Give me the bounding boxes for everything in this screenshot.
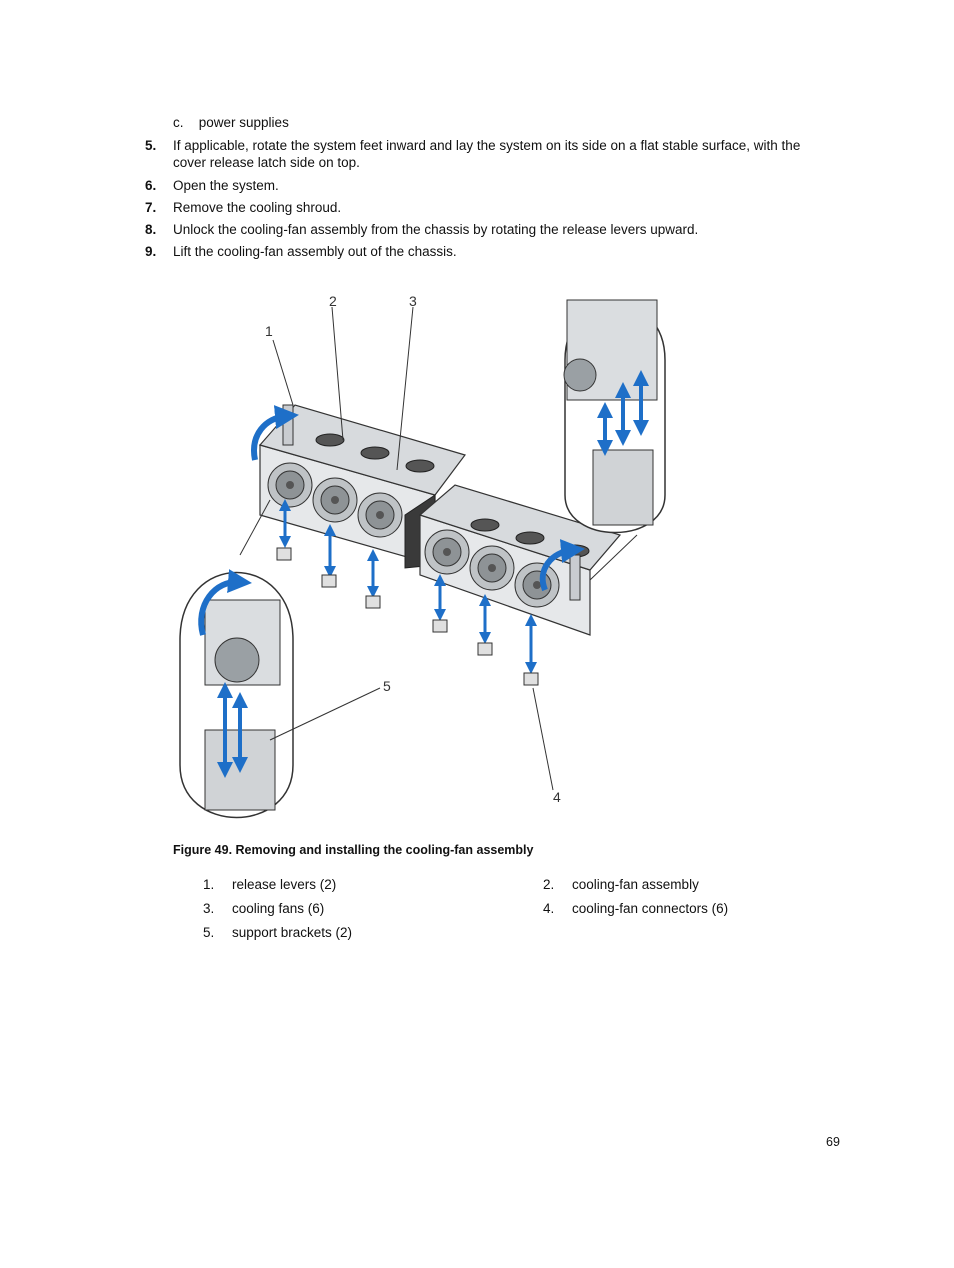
step-sub-letter: c. [173, 115, 184, 130]
step-8: 8. Unlock the cooling-fan assembly from … [145, 221, 835, 238]
legend-label: release levers (2) [232, 877, 337, 892]
legend-item-fan-connectors: 4. cooling-fan connectors (6) [543, 901, 728, 916]
release-lever [282, 404, 294, 446]
step-6: 6. Open the system. [145, 177, 835, 194]
step-text: If applicable, rotate the system feet in… [173, 138, 801, 170]
rotate-arrow-icon [251, 405, 299, 461]
legend-number: 1. [203, 877, 215, 892]
release-lever [569, 554, 581, 601]
legend-label: support brackets (2) [232, 925, 353, 940]
cooling-fan-assembly-illustration: 1 2 3 4 5 [179, 293, 666, 819]
rotate-arrow-icon [198, 569, 252, 636]
step-number: 5. [145, 138, 157, 153]
detail-inset-bottom-left [179, 499, 294, 819]
legend-number: 3. [203, 901, 215, 916]
legend-label: cooling fans (6) [232, 901, 325, 916]
legend-number: 5. [203, 925, 215, 940]
step-text: Open the system. [173, 178, 279, 193]
fan-icon [357, 492, 403, 538]
callout-1: 1 [265, 323, 273, 339]
fan-icon [424, 529, 470, 575]
fan-icon [267, 462, 313, 508]
callout-5: 5 [383, 678, 391, 694]
step-7: 7. Remove the cooling shroud. [145, 199, 835, 216]
legend-number: 4. [543, 901, 555, 916]
callout-2: 2 [329, 293, 337, 309]
legend-item-cooling-fan-assembly: 2. cooling-fan assembly [543, 877, 699, 892]
step-sub-text: power supplies [198, 115, 289, 130]
fan-icon [514, 562, 560, 608]
step-number: 7. [145, 200, 157, 215]
fan-icon [312, 477, 358, 523]
page-number: 69 [826, 1135, 840, 1149]
callout-4: 4 [553, 789, 561, 805]
step-5: 5. If applicable, rotate the system feet… [145, 137, 835, 171]
step-number: 9. [145, 244, 157, 259]
step-text: Remove the cooling shroud. [173, 200, 342, 215]
detail-inset-top-right [563, 299, 666, 581]
rotate-arrow-icon [539, 539, 585, 592]
legend-item-release-levers: 1. release levers (2) [203, 877, 336, 892]
legend-item-cooling-fans: 3. cooling fans (6) [203, 901, 324, 916]
step-text: Lift the cooling-fan assembly out of the… [173, 244, 457, 259]
step-text: Unlock the cooling-fan assembly from the… [173, 222, 699, 237]
legend-number: 2. [543, 877, 555, 892]
step-9: 9. Lift the cooling-fan assembly out of … [145, 243, 835, 260]
legend-item-support-brackets: 5. support brackets (2) [203, 925, 352, 940]
figure-caption: Figure 49. Removing and installing the c… [173, 843, 534, 857]
legend-label: cooling-fan assembly [572, 877, 699, 892]
fan-icon [469, 545, 515, 591]
fan-connectors [276, 547, 539, 686]
step-number: 8. [145, 222, 157, 237]
lift-arrows [279, 499, 537, 674]
step-number: 6. [145, 178, 157, 193]
step-4c: c. power supplies [173, 115, 289, 130]
callout-3: 3 [409, 293, 417, 309]
legend-label: cooling-fan connectors (6) [572, 901, 729, 916]
